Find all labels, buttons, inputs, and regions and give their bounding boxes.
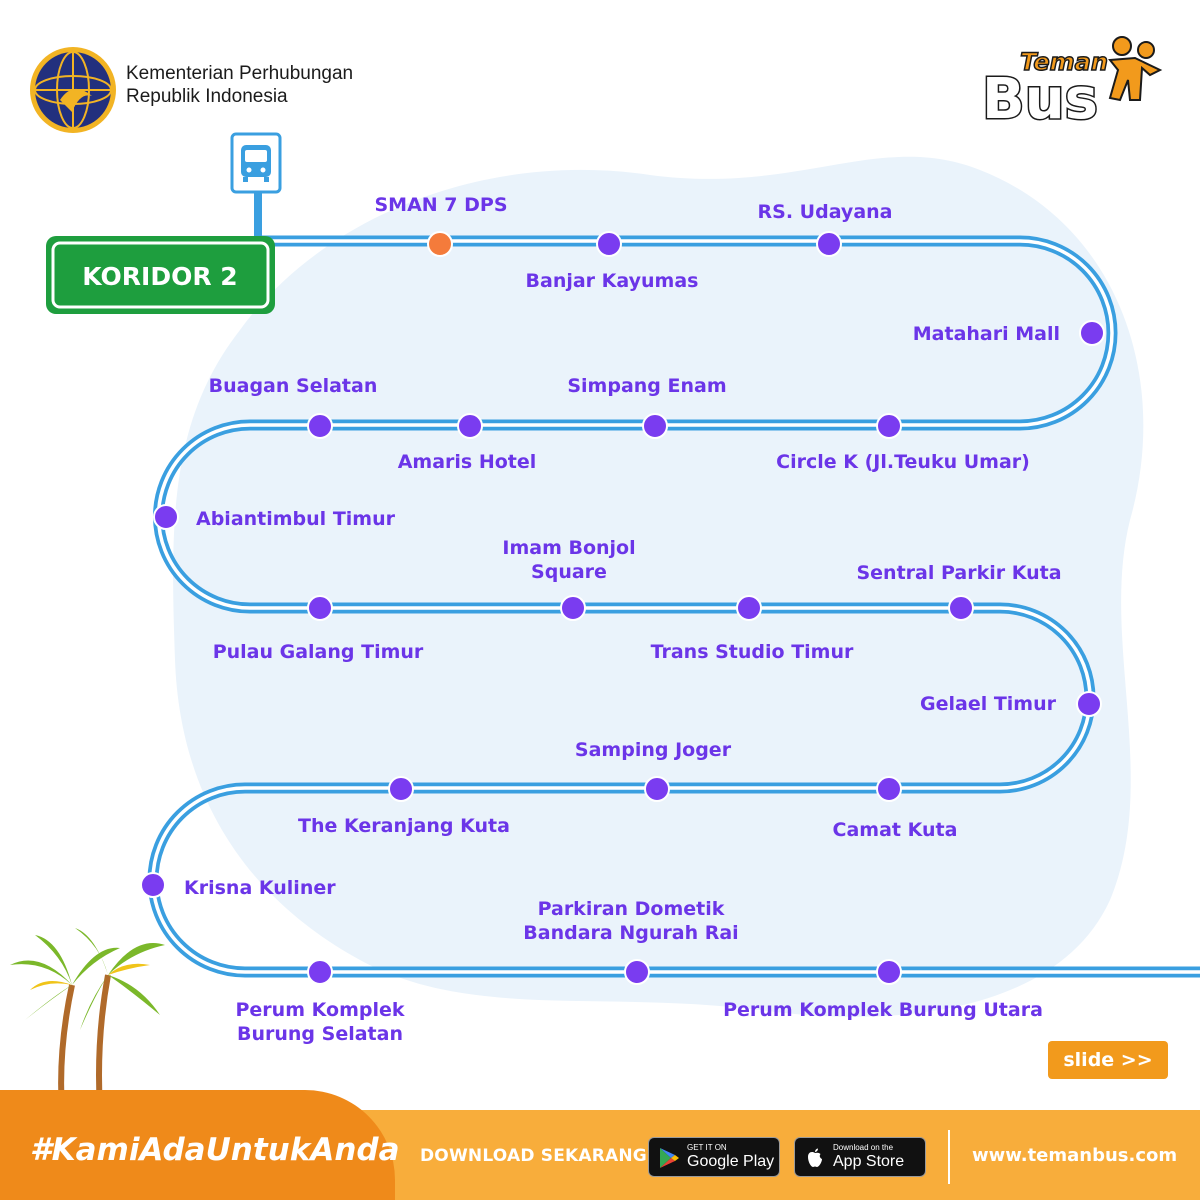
slide-button[interactable]: slide >> xyxy=(1048,1041,1168,1079)
stop-dot xyxy=(307,595,333,621)
stop-label: Pulau Galang Timur xyxy=(213,641,424,663)
stop-dot xyxy=(307,959,333,985)
stop-dot xyxy=(1079,320,1105,346)
stop-label: Krisna Kuliner xyxy=(184,877,336,899)
stop-label: Gelael Timur xyxy=(920,693,1057,715)
stop-dot xyxy=(876,959,902,985)
stop-label: Trans Studio Timur xyxy=(651,641,854,663)
footer-hashtag-panel xyxy=(0,1090,395,1200)
footer-bar xyxy=(0,1090,1200,1200)
ministry-name: Kementerian Perhubungan Republik Indones… xyxy=(126,62,353,108)
stop-dot xyxy=(644,776,670,802)
footer-divider xyxy=(948,1130,950,1184)
google-play-small-text: GET IT ON xyxy=(687,1143,727,1152)
google-play-button[interactable]: GET IT ON Google Play xyxy=(648,1137,780,1177)
stop-dot xyxy=(560,595,586,621)
stop-dot xyxy=(948,595,974,621)
stop-dot xyxy=(596,231,622,257)
ministry-line-2: Republik Indonesia xyxy=(126,86,288,107)
stop-label: Circle K (Jl.Teuku Umar) xyxy=(776,451,1030,473)
stop-label: Banjar Kayumas xyxy=(526,270,699,292)
stop-label: Abiantimbul Timur xyxy=(196,508,396,530)
stop-dot xyxy=(624,959,650,985)
corridor-sign: KORIDOR 2 xyxy=(46,236,275,314)
stop-label: Buagan Selatan xyxy=(209,375,378,397)
website-link[interactable]: www.temanbus.com xyxy=(972,1145,1178,1166)
app-store-big-text: App Store xyxy=(833,1153,905,1170)
stop-label: SMAN 7 DPS xyxy=(374,194,507,216)
ministry-logo xyxy=(30,47,116,133)
app-store-button[interactable]: Download on the App Store xyxy=(794,1137,926,1177)
brand-small-text: Teman xyxy=(1020,48,1108,76)
stop-label: Perum Komplek Burung Utara xyxy=(723,999,1043,1021)
google-play-icon xyxy=(660,1148,679,1168)
ministry-line-1: Kementerian Perhubungan xyxy=(126,63,354,84)
stop-label: Sentral Parkir Kuta xyxy=(856,562,1061,584)
bus-icon xyxy=(241,145,271,182)
hashtag-text: #KamiAdaUntukAnda xyxy=(30,1132,400,1168)
stop-dot xyxy=(642,413,668,439)
labels-layer: SMAN 7 DPS Banjar Kayumas RS. UdayanaMatah… xyxy=(184,194,1062,1045)
stop-dot xyxy=(816,231,842,257)
stop-dot xyxy=(736,595,762,621)
stop-dot xyxy=(140,872,166,898)
stop-dot xyxy=(876,413,902,439)
stop-label: RS. Udayana xyxy=(758,201,893,223)
stop-label: Matahari Mall xyxy=(913,323,1060,345)
stop-dot xyxy=(427,231,453,257)
background-blob xyxy=(173,156,1144,1017)
apple-icon xyxy=(808,1148,822,1167)
stop-dot xyxy=(1076,691,1102,717)
stop-label: Samping Joger xyxy=(575,739,732,761)
google-play-big-text: Google Play xyxy=(687,1153,775,1170)
stop-dot xyxy=(876,776,902,802)
app-store-small-text: Download on the xyxy=(833,1143,894,1152)
stop-label: The Keranjang Kuta xyxy=(298,815,510,837)
stop-label: Simpang Enam xyxy=(567,375,726,397)
brand-big-text: Bus xyxy=(982,67,1098,130)
download-label: DOWNLOAD SEKARANG xyxy=(420,1146,647,1166)
stop-dot xyxy=(457,413,483,439)
people-icon xyxy=(1108,36,1163,102)
bus-stop-pole xyxy=(254,190,262,246)
corridor-label: KORIDOR 2 xyxy=(82,262,237,291)
stop-dot xyxy=(153,504,179,530)
stop-dot xyxy=(388,776,414,802)
stop-label: Amaris Hotel xyxy=(398,451,537,473)
palm-tree-illustration xyxy=(10,928,165,1111)
route-track-inner xyxy=(151,239,1200,974)
stops-layer xyxy=(140,231,1105,985)
teman-bus-logo: Teman Bus xyxy=(981,36,1163,130)
stop-dot xyxy=(307,413,333,439)
stop-label: Camat Kuta xyxy=(833,819,958,841)
